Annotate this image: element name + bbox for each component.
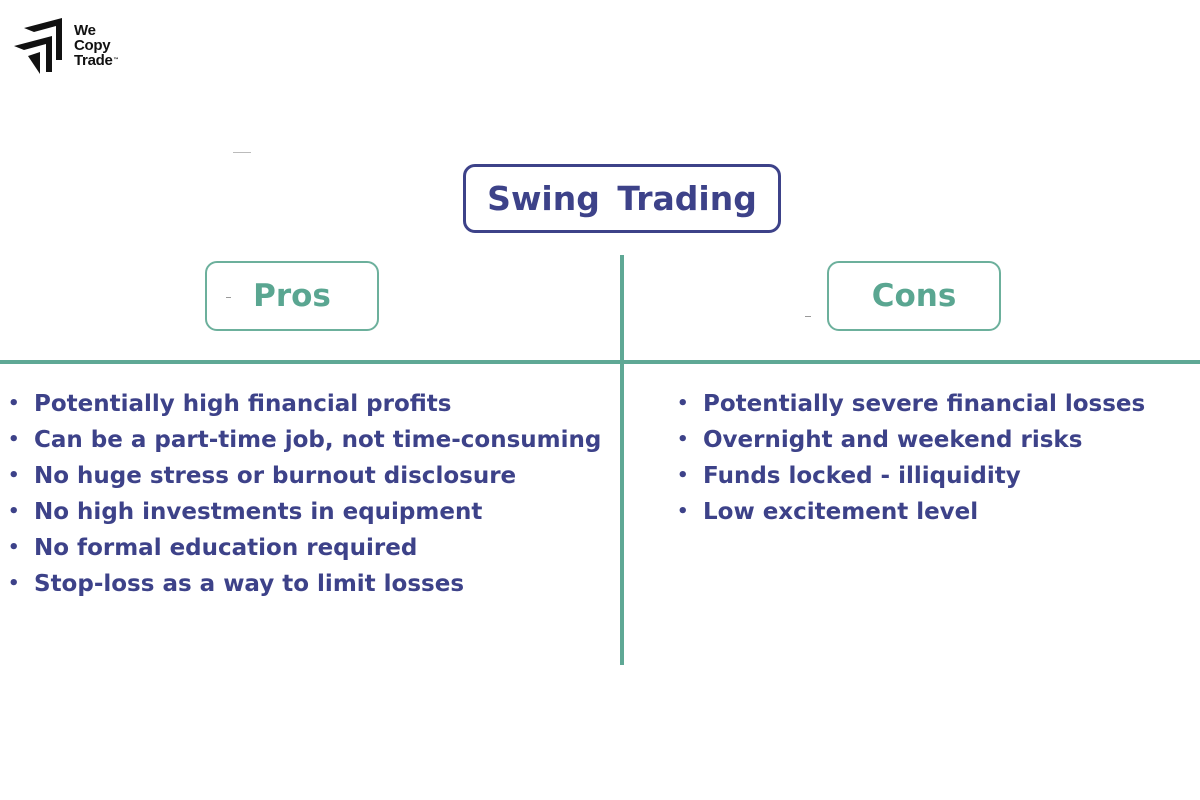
pros-item-text: No huge stress or burnout disclosure [34, 463, 517, 489]
vertical-divider [620, 255, 624, 665]
pros-list-item: • Can be a part-time job, not time-consum… [8, 422, 601, 458]
diagram-title: Swing Trading [487, 179, 757, 218]
brand-wordmark: We Copy Trade™ [74, 21, 119, 69]
bullet-icon: • [8, 429, 20, 450]
cons-item-text: Funds locked - illiquidity [703, 463, 1021, 489]
cons-header: Cons [871, 278, 957, 314]
pros-list-item: • No high investments in equipment [8, 494, 601, 530]
pros-item-text: No formal education required [34, 535, 418, 561]
bullet-icon: • [677, 393, 689, 414]
bullet-icon: • [8, 573, 20, 594]
brand-line-1: We [74, 21, 96, 39]
horizontal-divider [0, 360, 1200, 364]
artifact-mark [805, 316, 811, 317]
bullet-icon: • [8, 537, 20, 558]
artifact-mark [226, 297, 231, 298]
pros-list-item: • Stop-loss as a way to limit losses [8, 566, 601, 602]
cons-list-item: • Low excitement level [677, 494, 1145, 530]
bullet-icon: • [677, 429, 689, 450]
bullet-icon: • [677, 465, 689, 486]
diagram-title-box: Swing Trading [463, 164, 781, 233]
bullet-icon: • [8, 393, 20, 414]
pros-item-text: No high investments in equipment [34, 499, 483, 525]
cons-item-text: Potentially severe financial losses [703, 391, 1146, 417]
pros-item-text: Potentially high financial profits [34, 391, 452, 417]
pros-header-box: Pros [205, 261, 379, 331]
cons-list-item: • Funds locked - illiquidity [677, 458, 1145, 494]
brand-line-3-text: Trade [74, 51, 113, 69]
artifact-mark [233, 152, 251, 153]
bullet-icon: • [8, 501, 20, 522]
cons-header-box: Cons [827, 261, 1001, 331]
pros-list-item: • No formal education required [8, 530, 601, 566]
cons-item-text: Low excitement level [703, 499, 979, 525]
brand-line-2: Copy [74, 36, 111, 54]
bullet-icon: • [677, 501, 689, 522]
trademark-symbol: ™ [113, 56, 119, 63]
cons-item-text: Overnight and weekend risks [703, 427, 1083, 453]
bullet-icon: • [8, 465, 20, 486]
pros-header: Pros [253, 278, 331, 314]
pros-list-item: • No huge stress or burnout disclosure [8, 458, 601, 494]
cons-list-item: • Potentially severe financial losses [677, 386, 1145, 422]
brand-logo: We Copy Trade™ [12, 16, 119, 74]
pros-item-text: Can be a part-time job, not time-consumi… [34, 427, 602, 453]
brand-line-3: Trade™ [74, 51, 119, 69]
cons-list: • Potentially severe financial losses • Ov… [677, 386, 1145, 530]
pros-list-item: • Potentially high financial profits [8, 386, 601, 422]
pros-list: • Potentially high financial profits • Can… [8, 386, 601, 602]
pros-item-text: Stop-loss as a way to limit losses [34, 571, 465, 597]
arrow-stack-logo-icon [14, 18, 62, 74]
cons-list-item: • Overnight and weekend risks [677, 422, 1145, 458]
